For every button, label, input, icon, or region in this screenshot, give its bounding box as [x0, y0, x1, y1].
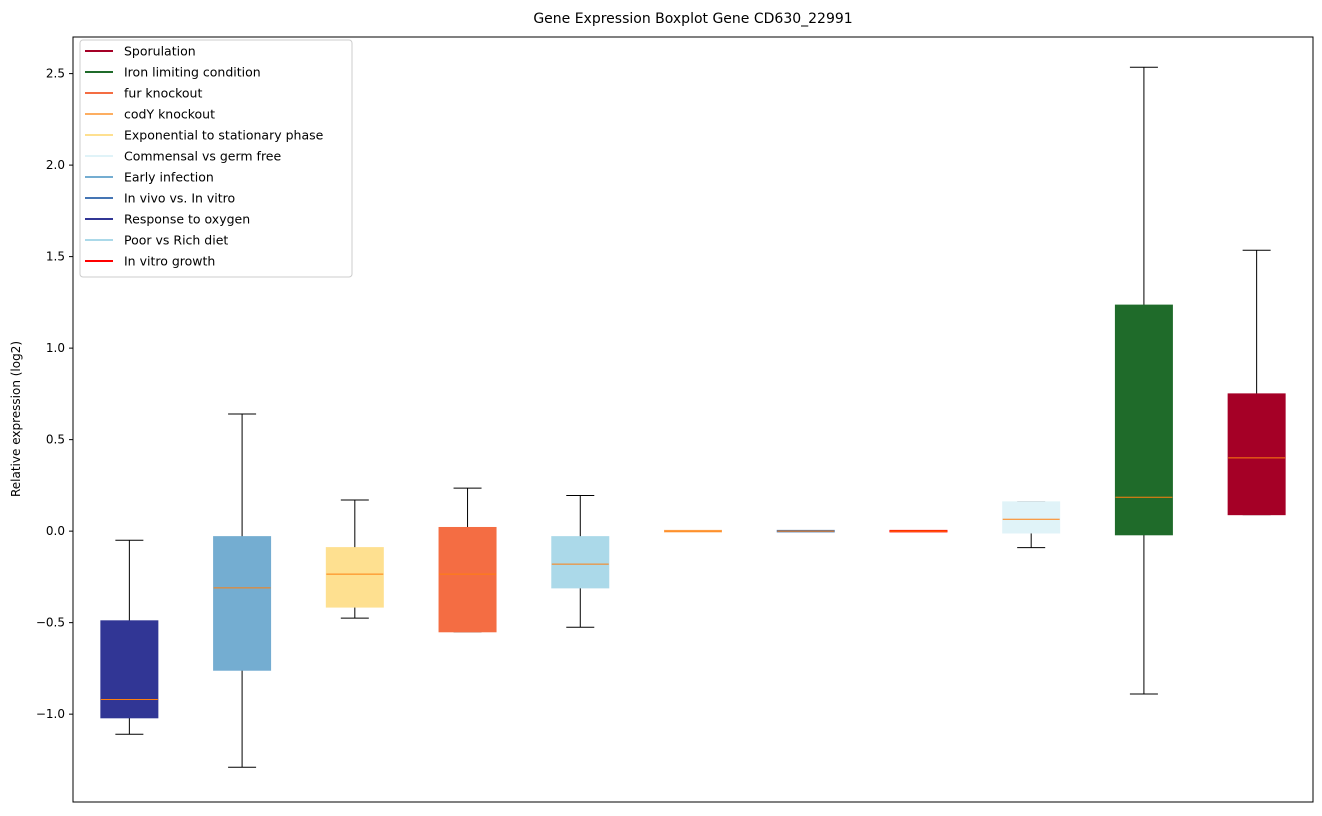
legend-item: Iron limiting condition: [85, 65, 261, 80]
box-in-vivo-vs-in-vitro: [776, 529, 835, 533]
box-fur-knockout: [438, 487, 497, 633]
chart-title: Gene Expression Boxplot Gene CD630_22991: [533, 11, 852, 27]
box-body: [325, 547, 384, 608]
legend-item: Poor vs Rich diet: [85, 233, 228, 248]
legend-item: Exponential to stationary phase: [85, 128, 324, 143]
y-tick-label: −0.5: [36, 616, 65, 630]
y-tick-label: 1.5: [46, 250, 65, 264]
y-tick-label: 1.0: [46, 341, 65, 355]
box-body: [438, 526, 497, 633]
y-axis-label: Relative expression (log2): [9, 341, 23, 497]
box-early-infection: [213, 413, 272, 768]
box-body: [551, 536, 610, 589]
y-tick-label: 0.0: [46, 524, 65, 538]
box-body: [100, 620, 159, 719]
box-iron-limiting-condition: [1114, 66, 1173, 695]
legend-label: codY knockout: [124, 107, 215, 122]
y-axis: −1.0 −0.5 0.0 0.5 1.0 1.5 2.0 2.5: [36, 67, 73, 721]
box-body: [1227, 393, 1286, 516]
legend-label: Iron limiting condition: [124, 65, 261, 80]
legend-label: Exponential to stationary phase: [124, 128, 324, 143]
y-tick-label: 2.0: [46, 158, 65, 172]
legend-item: In vitro growth: [85, 254, 215, 269]
boxes-group: [100, 66, 1286, 768]
legend-label: Response to oxygen: [124, 212, 250, 227]
box-sporulation: [1227, 249, 1286, 516]
legend-item: codY knockout: [85, 107, 215, 122]
legend-label: Sporulation: [124, 44, 196, 59]
legend-label: Early infection: [124, 170, 214, 185]
box-in-vitro-growth: [889, 529, 948, 533]
box-commensal-vs-germ-free: [1002, 501, 1061, 549]
y-tick-label: −1.0: [36, 707, 65, 721]
y-tick-label: 0.5: [46, 433, 65, 447]
legend-item: fur knockout: [85, 86, 202, 101]
box-body: [1002, 501, 1061, 534]
box-body: [1114, 304, 1173, 536]
legend-label: In vitro growth: [124, 254, 215, 269]
box-body: [213, 536, 272, 671]
box-response-to-oxygen: [100, 539, 159, 735]
legend-frame: [79, 39, 353, 278]
legend-item: Early infection: [85, 170, 214, 185]
legend-item: Response to oxygen: [85, 212, 250, 227]
legend-label: Poor vs Rich diet: [124, 233, 228, 248]
box-poor-vs-rich-diet: [551, 494, 610, 628]
box-cody-knockout: [664, 529, 722, 533]
plot-frame: [72, 36, 1314, 803]
legend-label: In vivo vs. In vitro: [124, 191, 235, 206]
box-exponential-to-stationary-phase: [325, 499, 384, 619]
legend-item: Sporulation: [85, 44, 196, 59]
legend-item: In vivo vs. In vitro: [85, 191, 235, 206]
legend-item: Commensal vs germ free: [85, 149, 281, 164]
y-tick-label: 2.5: [46, 67, 65, 81]
legend-label: fur knockout: [124, 86, 202, 101]
legend-label: Commensal vs germ free: [124, 149, 281, 164]
